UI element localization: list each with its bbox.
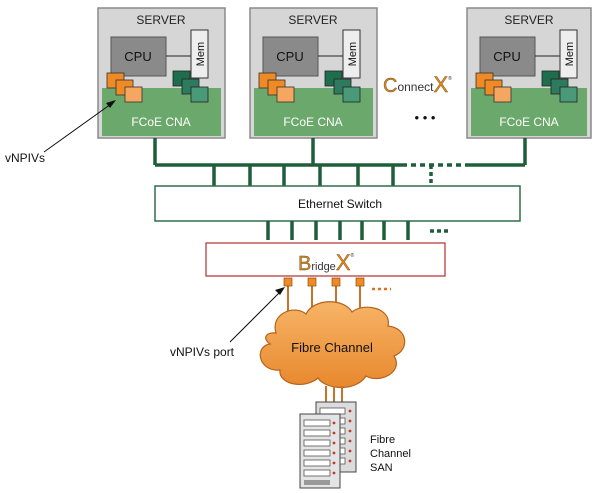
bridgex-mark: ® bbox=[351, 252, 355, 259]
fcoe-cna-label: FCoE CNA bbox=[131, 115, 190, 129]
orange-vnics bbox=[258, 72, 295, 103]
teal-vnics bbox=[541, 70, 578, 103]
bridgex-x: X bbox=[336, 250, 351, 275]
bridgex-box bbox=[205, 242, 446, 277]
server-title: SERVER bbox=[288, 13, 337, 27]
vnpivs-label: vNPIVs bbox=[5, 151, 45, 165]
connectx-x: X bbox=[433, 72, 448, 97]
bridgex-rest: ridge bbox=[311, 261, 335, 273]
mem-label: Mem bbox=[564, 42, 576, 66]
fcoe-cna-label: FCoE CNA bbox=[283, 115, 342, 129]
svg-text:BridgeX®: BridgeX® bbox=[298, 250, 355, 275]
fibre-channel-cloud: Fibre Channel bbox=[259, 301, 406, 389]
fcoe-cna-label: FCoE CNA bbox=[499, 115, 558, 129]
teal-vnics bbox=[324, 70, 361, 103]
servers-ellipsis: • • • bbox=[415, 110, 436, 125]
bridgex-logo: BridgeX® bbox=[298, 250, 355, 275]
connectx-rest: onnect bbox=[397, 80, 434, 94]
connectx-mark: ® bbox=[448, 75, 452, 82]
cloud-to-san-links bbox=[325, 386, 343, 404]
server-bus bbox=[153, 138, 527, 186]
vnpivs-port-arrow bbox=[229, 287, 285, 343]
server-title: SERVER bbox=[504, 13, 553, 27]
san-storage-icon bbox=[299, 401, 357, 489]
mem-box bbox=[190, 29, 209, 79]
san-label: Fibre Channel SAN bbox=[370, 434, 414, 474]
cpu-box bbox=[262, 36, 319, 77]
cpu-label: CPU bbox=[276, 49, 303, 64]
switch-bridge-links bbox=[266, 221, 448, 240]
orange-vnics bbox=[106, 72, 143, 103]
teal-vnics bbox=[172, 70, 209, 103]
connectx-logo: ConnectX® bbox=[383, 72, 452, 97]
mem-label: Mem bbox=[195, 42, 207, 66]
ethernet-switch-label: Ethernet Switch bbox=[298, 197, 382, 211]
ethernet-switch bbox=[154, 185, 521, 222]
mem-box bbox=[559, 29, 578, 79]
svg-text:ConnectX®: ConnectX® bbox=[383, 72, 452, 97]
connectx-first: C bbox=[383, 75, 397, 97]
cpu-label: CPU bbox=[124, 49, 151, 64]
cpu-box bbox=[479, 36, 536, 77]
mem-label: Mem bbox=[347, 42, 359, 66]
server-3: SERVER CPU Mem FCoE CNA bbox=[466, 7, 592, 139]
vnpivs-port-label: vNPIVs port bbox=[170, 345, 235, 359]
cpu-box bbox=[110, 36, 167, 77]
cpu-label: CPU bbox=[493, 49, 520, 64]
server-2: SERVER CPU Mem FCoE CNA bbox=[249, 7, 378, 139]
orange-vnics bbox=[475, 72, 512, 103]
mem-box bbox=[342, 29, 361, 79]
server-title: SERVER bbox=[136, 13, 185, 27]
fibre-channel-label: Fibre Channel bbox=[291, 340, 373, 355]
bridgex-first: B bbox=[298, 253, 311, 275]
server-1: SERVER CPU Mem FCoE CNA bbox=[97, 7, 226, 139]
vnpivs-arrow bbox=[43, 100, 116, 153]
